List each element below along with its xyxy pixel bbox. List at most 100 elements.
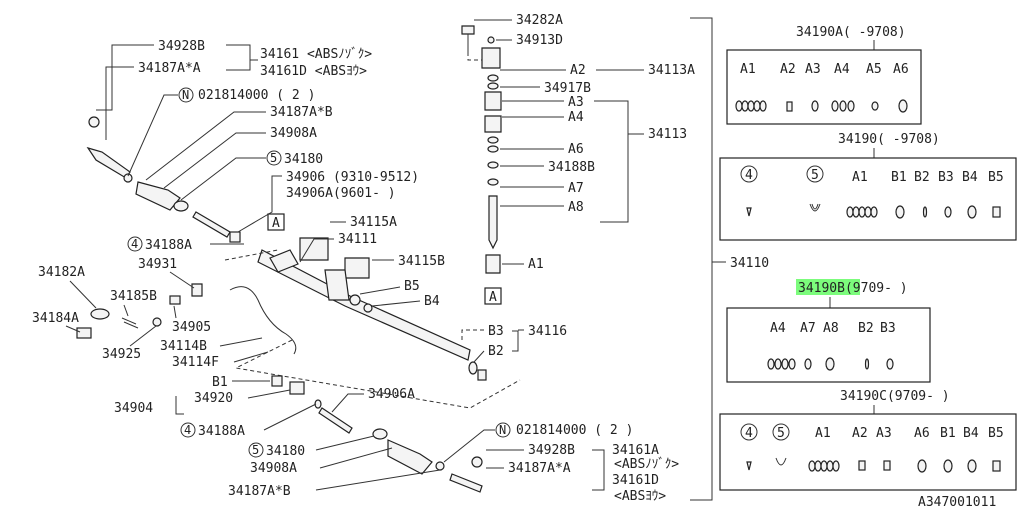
label-34908A-top: 34908A xyxy=(270,126,317,141)
kit3-item-B3: B3 xyxy=(880,321,896,336)
rack-housing xyxy=(257,237,487,381)
label-34161D-top: 34161D <ABSﾖｳ> xyxy=(260,64,367,79)
label-34188B: 34188B xyxy=(548,160,595,175)
label-34110: 34110 xyxy=(730,256,769,271)
kit4-item-A6: A6 xyxy=(914,426,930,441)
label-34113: 34113 xyxy=(648,127,687,142)
label-34187A-A-bottom: 34187A*A xyxy=(508,461,571,476)
kit2-item-B2: B2 xyxy=(914,170,930,185)
label-34185B: 34185B xyxy=(110,289,157,304)
kit3-item-A7: A7 xyxy=(800,321,816,336)
label-34906: 34906 (9310-9512) xyxy=(286,170,419,185)
kit3-item-B2: B2 xyxy=(858,321,874,336)
kit-box-34190 xyxy=(719,157,1017,241)
label-34161: 34161 <ABSﾉｿﾞｸ> xyxy=(260,47,372,62)
label-34180-top: 34180 xyxy=(284,152,323,167)
label-34180-bottom: 34180 xyxy=(266,444,305,459)
label-34931: 34931 xyxy=(138,257,177,272)
label-A3-valve: A3 xyxy=(568,95,584,110)
label-34187A-B-bottom: 34187A*B xyxy=(228,484,291,499)
kit-title-34190B[interactable]: 34190B(9709- ) xyxy=(798,281,908,296)
label-34925: 34925 xyxy=(102,347,141,362)
lower-tie-rod xyxy=(318,407,483,493)
label-34905: 34905 xyxy=(172,320,211,335)
kit-title-34190: 34190( -9708) xyxy=(838,132,940,147)
kit4-item-B4: B4 xyxy=(963,426,979,441)
label-34182A: 34182A xyxy=(38,265,85,280)
kit4-item-B1: B1 xyxy=(940,426,956,441)
kit-title-34190A: 34190A( -9708) xyxy=(796,25,906,40)
valve-stack xyxy=(461,25,502,274)
label-A2-valve: A2 xyxy=(570,63,586,78)
label-B5-mid: B5 xyxy=(404,279,420,294)
label-box-A-bottom: A xyxy=(489,290,497,305)
label-34282A: 34282A xyxy=(516,13,563,28)
diagram-id: A347001011 xyxy=(918,495,996,510)
kit2-item-A1: A1 xyxy=(852,170,868,185)
kit4-item-B5: B5 xyxy=(988,426,1004,441)
label-34161A: 34161A xyxy=(612,443,659,458)
kit4-item-5: 5 xyxy=(777,426,785,441)
label-34114B: 34114B xyxy=(160,339,207,354)
kit4-parts-icons xyxy=(746,457,1001,473)
label-34920: 34920 xyxy=(194,391,233,406)
mount-parts xyxy=(76,283,322,409)
label-34908A-bottom: 34908A xyxy=(250,461,297,476)
label-34928B-top: 34928B xyxy=(158,39,205,54)
label-34115B: 34115B xyxy=(398,254,445,269)
label-021814000-bottom: 021814000 ( 2 ) xyxy=(516,423,633,438)
highlight-34190B xyxy=(796,279,860,295)
label-B3-mid: B3 xyxy=(488,324,504,339)
label-34906A-bottom: 34906A xyxy=(368,387,415,402)
kit-box-34190C xyxy=(719,413,1017,491)
label-34913D: 34913D xyxy=(516,33,563,48)
kit1-item-A3: A3 xyxy=(805,62,821,77)
label-34188A-bottom: 34188A xyxy=(198,424,245,439)
label-B1-mid: B1 xyxy=(212,375,228,390)
kit1-item-A6: A6 xyxy=(893,62,909,77)
label-34161D-bottom-sub: <ABSﾖｳ> xyxy=(614,489,666,504)
label-box-A-mid: A xyxy=(272,216,280,231)
label-021814000-top: 021814000 ( 2 ) xyxy=(198,88,315,103)
label-34113A: 34113A xyxy=(648,63,695,78)
label-34188A-left: 34188A xyxy=(145,238,192,253)
kit1-parts-icons xyxy=(735,99,908,113)
kit1-item-A1: A1 xyxy=(740,62,756,77)
kit3-parts-icons xyxy=(767,357,894,371)
label-A4-valve: A4 xyxy=(568,110,584,125)
kit4-item-A2: A2 xyxy=(852,426,868,441)
label-A8-valve: A8 xyxy=(568,200,584,215)
label-B4-mid: B4 xyxy=(424,294,440,309)
label-34184A: 34184A xyxy=(32,311,79,326)
label-34115A: 34115A xyxy=(350,215,397,230)
circle-N-bottom: N xyxy=(499,423,506,437)
label-34904: 34904 xyxy=(114,401,153,416)
label-34116: 34116 xyxy=(528,324,567,339)
kit2-item-B1: B1 xyxy=(891,170,907,185)
kit2-item-B4: B4 xyxy=(962,170,978,185)
kit2-item-B5: B5 xyxy=(988,170,1004,185)
label-34187A-B-top: 34187A*B xyxy=(270,105,333,120)
label-34906A-top: 34906A(9601- ) xyxy=(286,186,396,201)
sensor-wire xyxy=(229,286,297,355)
kit1-item-A4: A4 xyxy=(834,62,850,77)
circle-N-top: N xyxy=(182,88,189,102)
circle-5-top: 5 xyxy=(270,151,277,165)
kit4-item-A1: A1 xyxy=(815,426,831,441)
label-34111: 34111 xyxy=(338,232,377,247)
bracket-34110 xyxy=(690,17,713,501)
kit3-item-A8: A8 xyxy=(823,321,839,336)
kit-box-34190A xyxy=(726,49,922,125)
label-34187A-A-top: 34187A*A xyxy=(138,61,201,76)
kit-title-34190C: 34190C(9709- ) xyxy=(840,389,950,404)
kit2-item-5: 5 xyxy=(811,168,819,183)
kit3-item-A4: A4 xyxy=(770,321,786,336)
kit2-item-B3: B3 xyxy=(938,170,954,185)
kit1-item-A2: A2 xyxy=(780,62,796,77)
circle-4-bottom: 4 xyxy=(184,423,191,437)
label-A6-valve: A6 xyxy=(568,142,584,157)
label-34114F: 34114F xyxy=(172,355,219,370)
kit2-item-4: 4 xyxy=(745,168,753,183)
label-34917B: 34917B xyxy=(544,81,591,96)
